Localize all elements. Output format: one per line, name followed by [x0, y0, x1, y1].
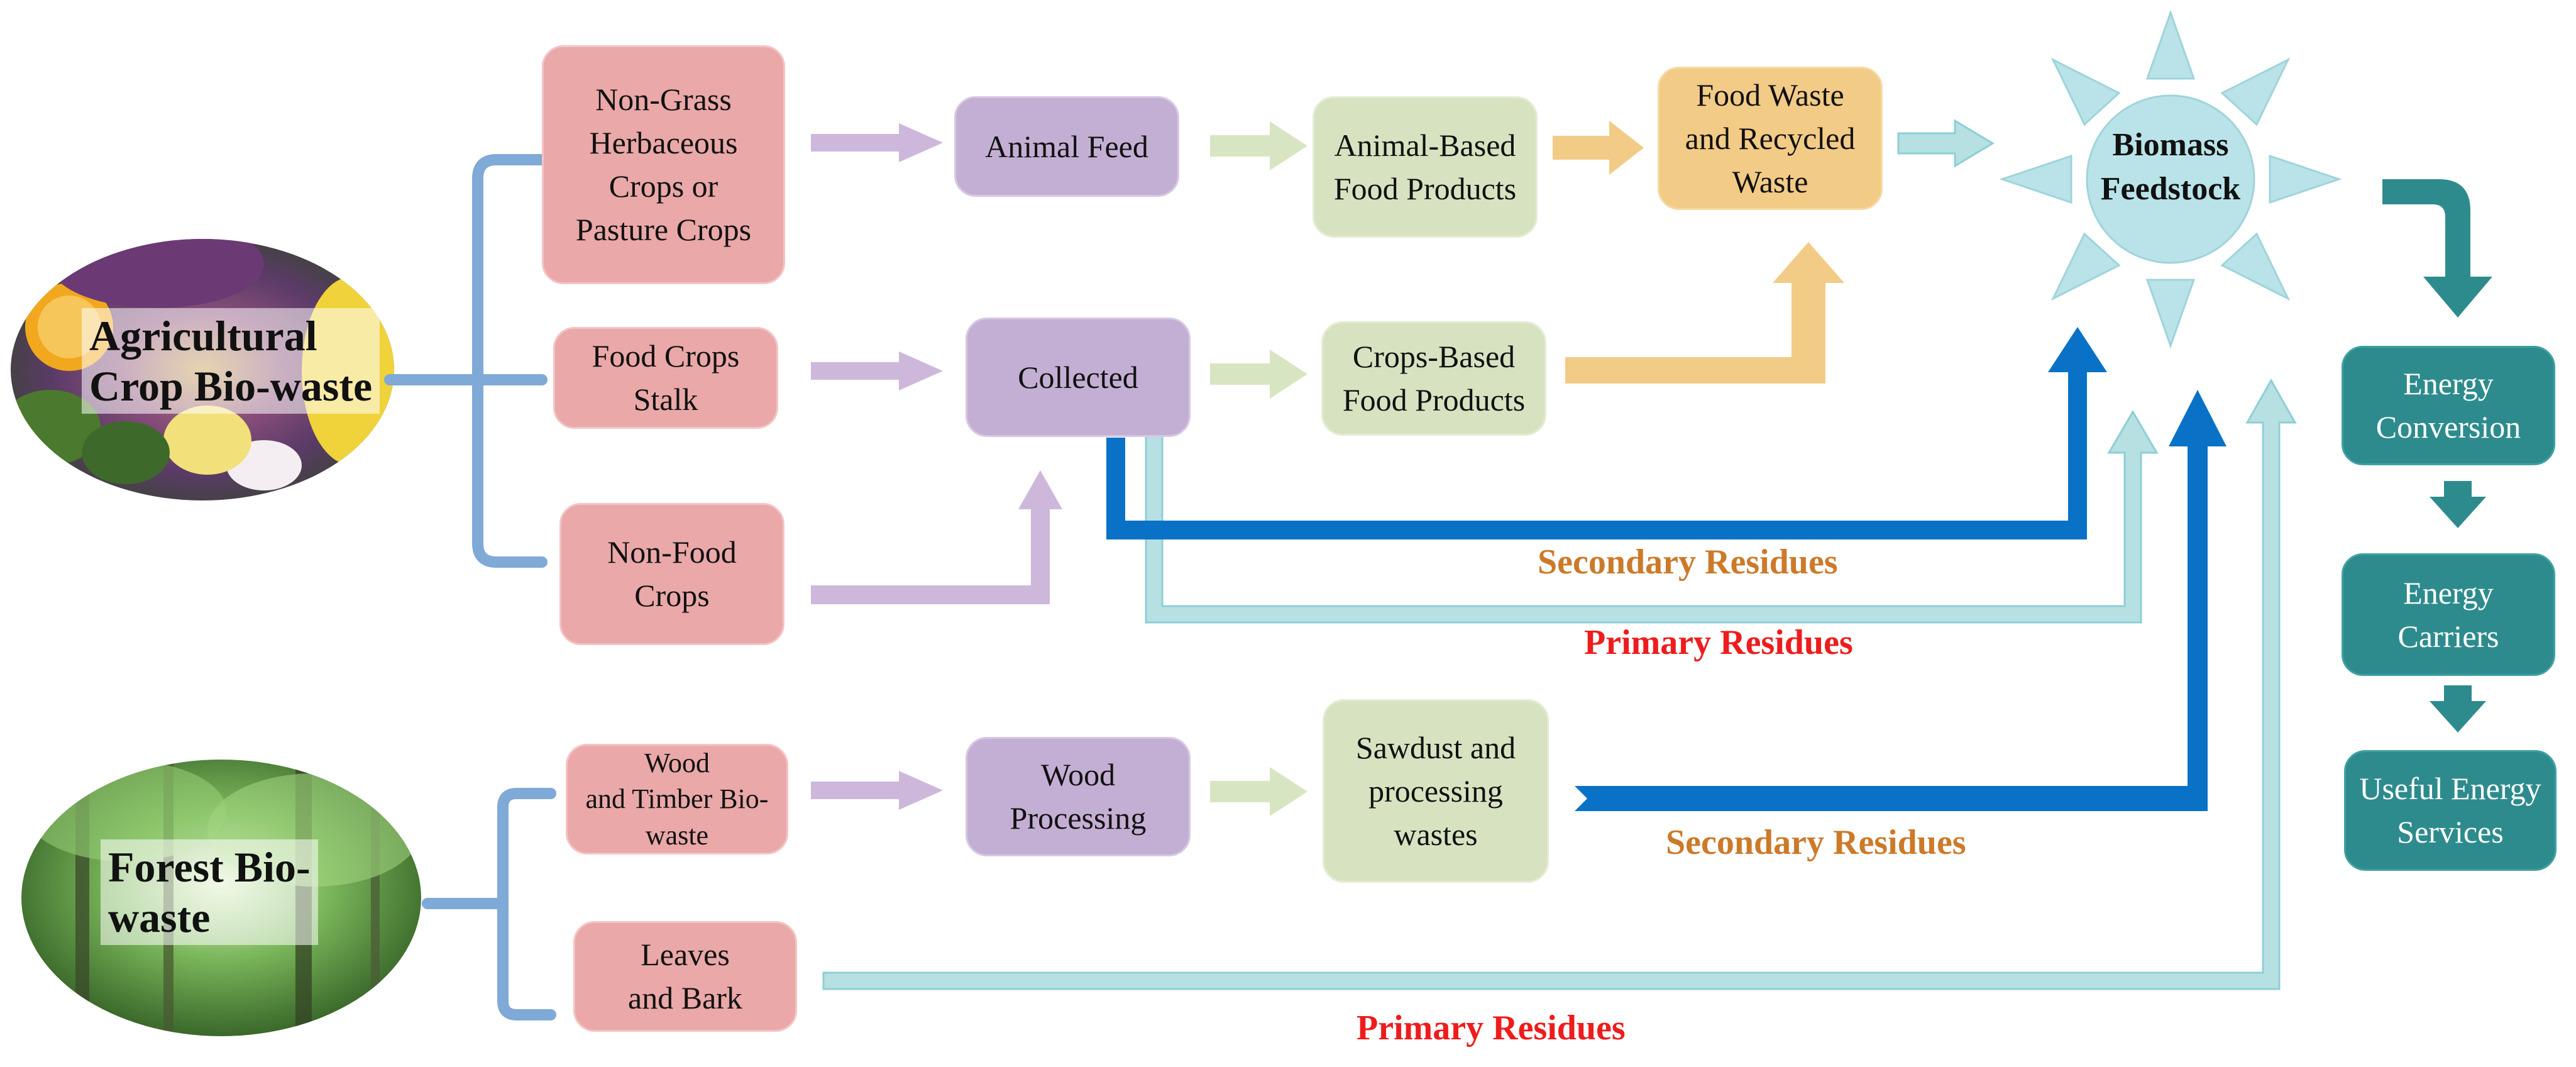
box-wood-timber: Wood and Timber Bio- waste	[566, 744, 788, 854]
purple-arrows	[811, 123, 1062, 810]
box-non-food-crops: Non-Food Crops	[559, 503, 784, 645]
forest-source-title: Forest Bio- waste	[101, 839, 318, 946]
agricultural-source-title: Agricultural Crop Bio-waste	[82, 308, 380, 414]
label-secondary-residues-top: Secondary Residues	[1538, 543, 1838, 582]
box-food-crops-stalk: Food Crops Stalk	[553, 327, 778, 429]
box-leaves-bark: Leaves and Bark	[573, 921, 797, 1032]
box-food-waste: Food Waste and Recycled Waste	[1658, 67, 1883, 210]
agri-bracket	[384, 154, 548, 568]
box-useful-energy-services: Useful Energy Services	[2344, 750, 2557, 871]
box-collected: Collected	[966, 318, 1191, 437]
box-energy-conversion: Energy Conversion	[2342, 346, 2555, 465]
forest-bracket	[422, 788, 556, 1020]
box-animal-based-food: Animal-Based Food Products	[1313, 96, 1538, 238]
box-animal-feed: Animal Feed	[954, 96, 1179, 197]
box-crops-based-food: Crops-Based Food Products	[1321, 321, 1546, 436]
food-waste-to-biomass-arrow	[1897, 119, 1995, 168]
label-primary-residues-top: Primary Residues	[1584, 623, 1853, 662]
forest-photo	[21, 760, 421, 1036]
orange-arrows	[1553, 121, 1844, 384]
label-secondary-residues-bottom: Secondary Residues	[1666, 823, 1966, 862]
box-sawdust: Sawdust and processing wastes	[1323, 699, 1549, 883]
box-non-grass-crops: Non-Grass Herbaceous Crops or Pasture Cr…	[542, 45, 785, 284]
box-wood-processing: Wood Processing	[966, 737, 1191, 856]
energy-arrows	[2382, 179, 2492, 733]
label-primary-residues-bottom: Primary Residues	[1357, 1009, 1626, 1048]
biomass-sun	[1999, 9, 2342, 349]
box-energy-carriers: Energy Carriers	[2342, 553, 2555, 676]
biomass-feedstock-label: Biomass Feedstock	[2100, 127, 2241, 207]
primary-residue-flows	[822, 378, 2297, 990]
green-arrows	[1210, 121, 1307, 816]
